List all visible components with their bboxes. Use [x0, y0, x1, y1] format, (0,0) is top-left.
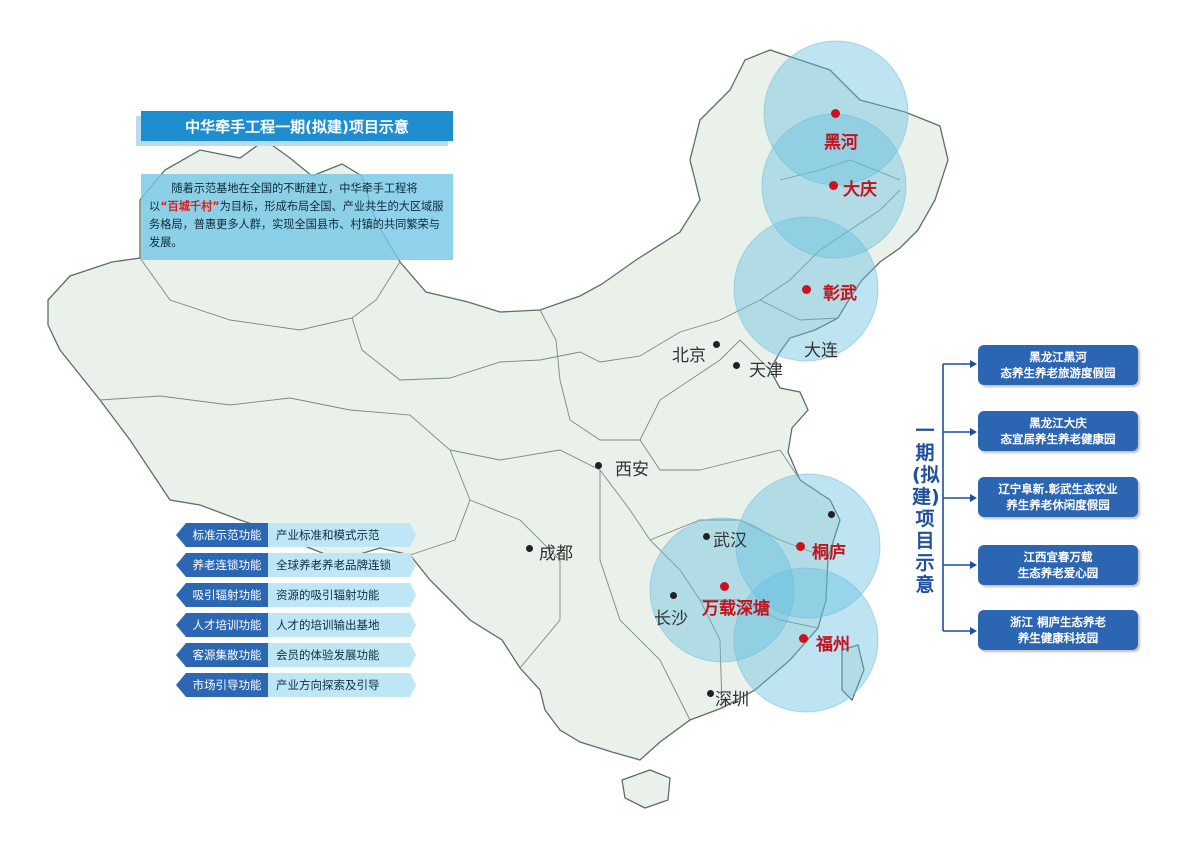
description-highlight: “百城千村”	[160, 200, 220, 213]
project-box: 黑龙江大庆 态宜居养生养老健康园	[978, 411, 1138, 451]
city-marker-shenzhen	[707, 690, 714, 697]
project-line2: 养生健康科技园	[1017, 631, 1099, 645]
city-marker-daqing	[829, 181, 838, 190]
city-label-beijing: 北京	[672, 346, 706, 366]
city-marker-xian	[595, 462, 602, 469]
function-desc: 资源的吸引辐射功能	[268, 583, 416, 607]
function-desc: 产业标准和模式示范	[268, 523, 416, 547]
function-tag: 市场引导功能	[176, 673, 272, 697]
function-desc: 全球养老养老品牌连锁	[268, 553, 416, 577]
city-marker-ningbo	[828, 511, 835, 518]
city-label-heihe: 黑河	[824, 133, 858, 153]
project-line2: 养生养老休闲度假园	[1006, 498, 1110, 512]
project-line1: 黑龙江黑河	[1029, 350, 1087, 364]
function-desc: 会员的体验发展功能	[268, 643, 416, 667]
city-label-wuhan: 武汉	[713, 531, 747, 551]
side-title: 一期(拟建)项目示意	[912, 420, 940, 596]
city-label-dalian: 大连	[804, 341, 838, 361]
city-label-changsha: 长沙	[654, 609, 688, 629]
function-tag: 标准示范功能	[176, 523, 272, 547]
project-box: 黑龙江黑河 态养生养老旅游度假园	[978, 345, 1138, 385]
project-box: 江西宜春万载 生态养老爱心园	[978, 545, 1138, 585]
function-desc: 人才的培训输出基地	[268, 613, 416, 637]
function-row: 标准示范功能 产业标准和模式示范	[176, 523, 416, 547]
city-marker-tianjin	[733, 362, 740, 369]
city-label-wanzai: 万载深塘	[702, 599, 770, 619]
description-after: 为目标，形成布局全国、产业共生的大区域服务格局，普惠更多人群，实现全国县市、村镇…	[149, 200, 444, 249]
map-title: 中华牵手工程一期(拟建)项目示意	[141, 111, 453, 141]
function-row: 客源集散功能 会员的体验发展功能	[176, 643, 416, 667]
city-marker-chengdu	[526, 545, 533, 552]
city-label-chengdu: 成都	[539, 544, 573, 564]
project-line2: 态养生养老旅游度假园	[1000, 366, 1116, 380]
city-marker-beijing	[713, 341, 720, 348]
description-before: 随着示范基地在全国的不断建立，中华牵手工程将以	[149, 182, 418, 213]
city-label-xian: 西安	[615, 460, 649, 480]
hainan-island	[621, 769, 671, 809]
city-marker-wuhan	[703, 533, 710, 540]
project-box: 辽宁阜新.彰武生态农业 养生养老休闲度假园	[978, 477, 1138, 517]
function-tag: 吸引辐射功能	[176, 583, 272, 607]
legend-connectors	[942, 360, 977, 635]
project-line2: 生态养老爱心园	[1017, 566, 1099, 580]
city-marker-heihe	[831, 109, 840, 118]
city-label-shenzhen: 深圳	[715, 690, 749, 710]
project-line1: 辽宁阜新.彰武生态农业	[998, 482, 1118, 496]
city-marker-fuzhou	[799, 634, 808, 643]
city-label-daqing: 大庆	[843, 180, 877, 200]
city-label-zhangwu: 彰武	[823, 284, 857, 304]
city-marker-changsha	[670, 592, 677, 599]
city-label-fuzhou: 福州	[816, 635, 850, 655]
project-line1: 黑龙江大庆	[1029, 416, 1087, 430]
function-tag: 养老连锁功能	[176, 553, 272, 577]
city-label-tonglu: 桐庐	[812, 543, 846, 563]
function-tag: 客源集散功能	[176, 643, 272, 667]
city-label-tianjin: 天津	[749, 361, 783, 381]
description-text: 随着示范基地在全国的不断建立，中华牵手工程将以“百城千村”为目标，形成布局全国、…	[141, 174, 453, 260]
function-row: 人才培训功能 人才的培训输出基地	[176, 613, 416, 637]
project-box: 浙江 桐庐生态养老 养生健康科技园	[978, 610, 1138, 650]
taiwan-island	[841, 644, 865, 702]
city-marker-wanzai	[720, 582, 729, 591]
city-marker-tonglu	[796, 542, 805, 551]
radiation-circle-tonglu	[735, 473, 881, 619]
function-row: 市场引导功能 产业方向探索及引导	[176, 673, 416, 697]
project-line2: 态宜居养生养老健康园	[1000, 432, 1116, 446]
project-line1: 浙江 桐庐生态养老	[1009, 615, 1106, 629]
function-tag: 人才培训功能	[176, 613, 272, 637]
city-marker-zhangwu	[802, 285, 811, 294]
function-row: 吸引辐射功能 资源的吸引辐射功能	[176, 583, 416, 607]
project-line1: 江西宜春万载	[1023, 550, 1093, 564]
function-row: 养老连锁功能 全球养老养老品牌连锁	[176, 553, 416, 577]
function-desc: 产业方向探索及引导	[268, 673, 416, 697]
